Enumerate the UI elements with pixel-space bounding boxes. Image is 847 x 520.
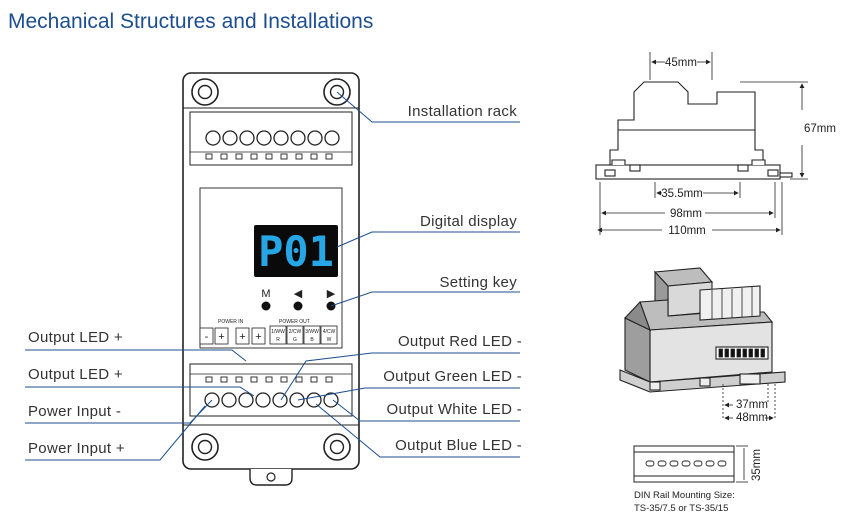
device-side-view	[595, 81, 793, 180]
page-title: Mechanical Structures and Installations	[8, 10, 373, 33]
key-m-label: M	[261, 288, 270, 300]
power-in-plus-sign: +	[218, 331, 224, 343]
ch2-bot-label: G	[293, 337, 297, 343]
isometric-dim-arrows	[724, 402, 774, 421]
din-note-line2: TS-35/7.5 or TS-35/15	[634, 503, 728, 514]
din-note-line1: DIN Rail Mounting Size:	[634, 490, 735, 501]
dim-base-98: 98mm	[670, 208, 702, 220]
power-out-plus-sign-1: +	[239, 331, 245, 343]
dim-depth-48: 48mm	[736, 412, 768, 424]
device-isometric-view	[619, 267, 786, 393]
callout-output-led-plus-1: Output LED +	[28, 329, 123, 346]
upper-terminal-screws	[205, 130, 340, 146]
ch3-top-label: 3/WW	[305, 329, 319, 335]
callout-power-input-plus: Power Input +	[28, 440, 125, 457]
din-rail-drawing	[633, 445, 735, 483]
bottom-right-mount-hole-icon	[323, 433, 351, 461]
device-front-view: P01 M ◀ ▶ POWER IN POWER OUT - + + + 1/W…	[182, 72, 360, 486]
dim-rail-height: 35mm	[751, 449, 763, 481]
dim-width-top: 45mm	[665, 57, 697, 69]
dim-base-110: 110mm	[668, 225, 706, 237]
callout-output-led-plus-2: Output LED +	[28, 366, 123, 383]
top-left-mount-hole-icon	[191, 78, 219, 106]
power-in-label: POWER IN	[218, 319, 244, 325]
top-right-mount-hole-icon	[323, 78, 351, 106]
key-left-label: ◀	[294, 288, 303, 300]
key-left-button[interactable]	[293, 301, 303, 311]
ch4-top-label: 4/CW	[323, 329, 336, 335]
power-out-plus-sign-2: +	[255, 331, 261, 343]
ch3-bot-label: B	[310, 337, 314, 343]
dim-rail-inner: 35.5mm	[661, 188, 703, 200]
callout-power-input-minus: Power Input -	[28, 403, 121, 420]
ch1-top-label: 1/WW	[271, 329, 285, 335]
terminal-sign-boxes	[199, 325, 338, 345]
lower-terminal-slots	[205, 376, 333, 383]
ch1-bot-label: R	[276, 337, 280, 343]
upper-terminal-slots	[205, 153, 333, 160]
bottom-left-mount-hole-icon	[191, 433, 219, 461]
callout-output-white: Output White LED -	[387, 401, 522, 418]
power-out-label: POWER OUT	[279, 319, 310, 325]
callout-digital-display: Digital display	[420, 213, 517, 230]
callout-output-green: Output Green LED -	[383, 368, 522, 385]
isometric-dimension-lines	[722, 384, 776, 420]
callout-setting-key: Setting key	[439, 274, 517, 291]
callout-output-blue: Output Blue LED -	[395, 437, 522, 454]
display-digits: P01	[258, 227, 334, 276]
key-right-label: ▶	[327, 288, 336, 300]
power-in-minus-sign: -	[205, 331, 209, 343]
side-view-dimension-lines	[597, 52, 808, 235]
dim-depth-37: 37mm	[736, 399, 768, 411]
ch2-top-label: 2/CW	[289, 329, 302, 335]
callout-installation-rack: Installation rack	[408, 103, 518, 120]
callout-lines	[25, 91, 520, 461]
din-rail-dim-lines	[736, 445, 748, 483]
dim-height: 67mm	[804, 123, 836, 135]
callout-output-red: Output Red LED -	[398, 333, 522, 350]
key-m-button[interactable]	[261, 301, 271, 311]
ch4-bot-label: W	[327, 337, 332, 343]
digital-display-screen	[254, 225, 338, 277]
